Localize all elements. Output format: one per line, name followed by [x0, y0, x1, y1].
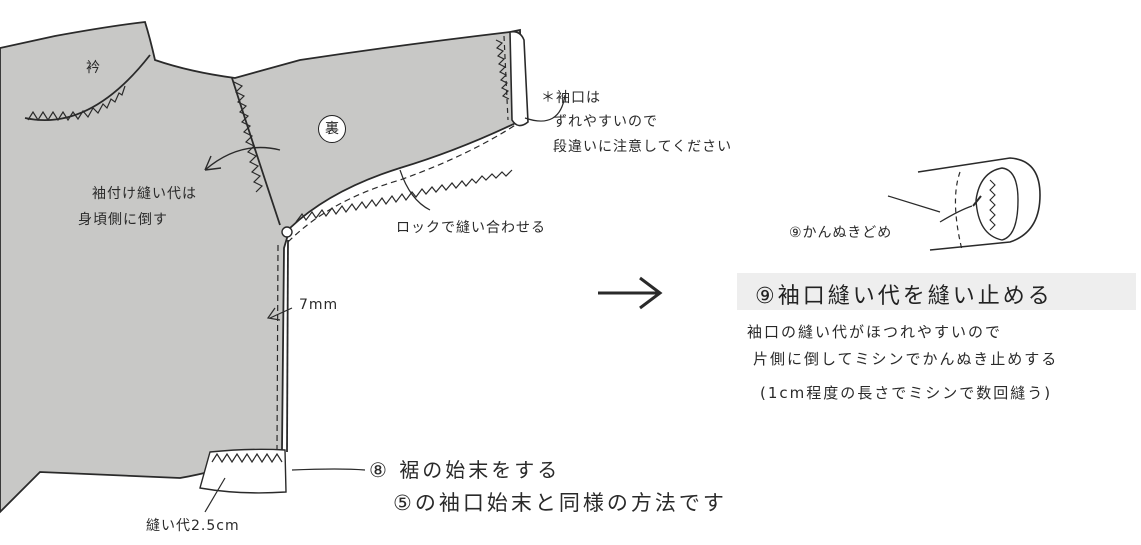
tack-leader [939, 205, 973, 223]
lock-leader [399, 169, 431, 211]
cuff-detail-inner [975, 167, 1019, 241]
hem-allowance-label: 縫い代2.5cm [146, 518, 240, 534]
tack-stop-label: ⑨かんぬきどめ [789, 225, 893, 241]
step8-desc: ⑤の袖口始末と同様の方法です [393, 491, 727, 515]
raglan-overlock [233, 81, 264, 193]
hem-fold [199, 448, 287, 494]
underarm-stitch [287, 121, 521, 243]
step8-leader [291, 468, 366, 471]
cuff-note-leader [524, 94, 566, 122]
sleeve-arrow [887, 195, 941, 213]
sleeve-allowance-line2: 身頃側に倒す [78, 212, 168, 228]
cuff-detail-zigzag [989, 179, 996, 231]
cuff-detail-outline [917, 157, 1041, 251]
cuff-fold [509, 30, 529, 127]
side-seam [286, 239, 289, 453]
cuff-note-line2: ずれやすいので [553, 114, 658, 130]
raglan-seam [231, 77, 281, 226]
cuff-overlock [495, 39, 510, 100]
step9-desc-line1: 袖口の縫い代がほつれやすいので [747, 323, 1003, 341]
step9-desc-line3: (1cm程度の長さでミシンで数回縫う) [760, 384, 1053, 402]
lock-sew-label: ロックで縫い合わせる [396, 220, 546, 236]
collar-curve [24, 54, 151, 122]
tack-mark [972, 195, 982, 207]
fold-arrowhead [204, 155, 222, 171]
sleeve-allowance-line1: 袖付け縫い代は [92, 186, 197, 202]
underarm-overlock [295, 169, 513, 223]
side-seam-stitch [276, 244, 279, 451]
collar-overlock [27, 85, 126, 122]
hem-overlock [211, 452, 283, 464]
collar-label: 衿 [86, 60, 101, 76]
fold-direction-arrow [204, 146, 281, 171]
step9-banner: ⑨袖口縫い代を縫い止める [737, 273, 1136, 310]
seam-7mm-label: 7mm [299, 297, 339, 313]
hem-allowance-leader [204, 477, 226, 513]
cuff-note-line1: ＊袖口は [541, 90, 601, 106]
seam-width-arrow [266, 307, 293, 321]
step9-title: ⑨袖口縫い代を縫い止める [755, 284, 1053, 309]
seam-junction [281, 226, 293, 238]
step8-title: ⑧ 裾の始末をする [369, 458, 561, 482]
cuff-note-line3: 段違いに注意してください [553, 139, 733, 155]
step9-desc-line2: 片側に倒してミシンでかんぬき止めする [753, 350, 1059, 368]
back-side-label: 裏 [318, 115, 346, 143]
garment-body [0, 21, 523, 514]
next-step-arrow [598, 276, 663, 310]
